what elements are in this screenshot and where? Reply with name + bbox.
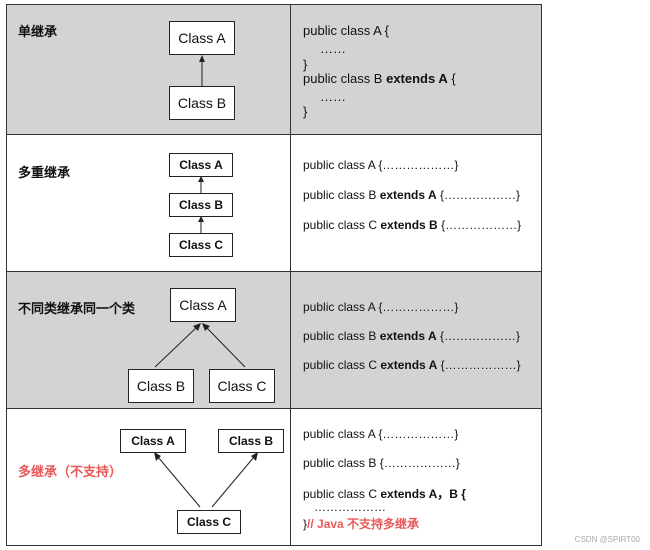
class-c-box: Class C <box>169 233 233 257</box>
row-hierarchical-inheritance: 不同类继承同一个类 Class A Class B Class C public… <box>7 272 541 409</box>
column-divider <box>290 272 291 408</box>
arrows <box>198 176 204 233</box>
code-line: public class B extends A {………………} <box>303 188 520 202</box>
code-line: public class C extends A，B { <box>303 485 466 502</box>
code-line: …… <box>320 41 346 56</box>
class-a-box: Class A <box>170 288 236 322</box>
code-comment: // Java 不支持多继承 <box>307 517 420 531</box>
code-text: { <box>447 71 456 86</box>
row-label: 不同类继承同一个类 <box>18 301 136 316</box>
code-keyword: extends A <box>380 358 438 372</box>
code-line: public class C extends B {………………} <box>303 218 521 232</box>
class-b-box: Class B <box>128 369 194 403</box>
code-line: public class B extends A {………………} <box>303 329 520 343</box>
code-line: public class A {………………} <box>303 427 459 441</box>
code-text: public class B <box>303 329 380 343</box>
code-text: public class B <box>303 71 387 86</box>
code-keyword: extends A <box>379 329 437 343</box>
class-a-box: Class A <box>169 153 233 177</box>
class-c-box: Class C <box>177 510 241 534</box>
code-text: {………………} <box>437 358 521 372</box>
inheritance-table: 单继承 Class A Class B public class A { …… … <box>6 4 542 546</box>
class-c-box: Class C <box>209 369 275 403</box>
row-label: 单继承 <box>18 24 58 39</box>
code-line: …… <box>320 89 346 104</box>
arrows <box>199 55 205 89</box>
row-multilevel-inheritance: 多重继承 Class A Class B Class C public clas… <box>7 135 541 272</box>
code-line: public class B {………………} <box>303 456 460 470</box>
arrows <box>154 452 258 508</box>
code-keyword: extends A <box>386 71 448 86</box>
code-line: public class A { <box>303 23 389 38</box>
row-label: 多继承（不支持） <box>18 464 123 479</box>
code-text: public class C <box>303 218 381 232</box>
class-a-box: Class A <box>169 21 235 55</box>
code-keyword: extends A，B { <box>380 487 466 501</box>
code-line: public class C extends A {………………} <box>303 358 521 372</box>
class-b-box: Class B <box>169 86 235 120</box>
row-label: 多重继承 <box>18 165 71 180</box>
column-divider <box>290 409 291 545</box>
code-line: } <box>303 57 308 72</box>
code-text: {………………} <box>437 218 522 232</box>
code-text: } <box>303 517 308 531</box>
code-line: } <box>303 104 308 119</box>
watermark: CSDN @SPIRT00 <box>574 535 640 544</box>
code-line: }// Java 不支持多继承 <box>303 515 419 532</box>
code-line: public class B extends A { <box>303 71 456 86</box>
class-b-box: Class B <box>218 429 284 453</box>
column-divider <box>290 5 291 134</box>
code-text: public class B <box>303 188 380 202</box>
code-keyword: extends B <box>380 218 438 232</box>
code-text: {………………} <box>436 188 520 202</box>
class-b-box: Class B <box>169 193 233 217</box>
code-text: public class C <box>303 487 381 501</box>
code-text: {………………} <box>436 329 520 343</box>
code-line: public class A {………………} <box>303 158 459 172</box>
code-keyword: extends A <box>379 188 437 202</box>
code-line: ……………… <box>314 500 386 514</box>
arrows <box>154 323 246 368</box>
class-a-box: Class A <box>120 429 186 453</box>
column-divider <box>290 135 291 271</box>
row-multiple-inheritance: 多继承（不支持） Class A Class B Class C public … <box>7 409 541 545</box>
code-line: public class A {………………} <box>303 300 459 314</box>
code-text: public class C <box>303 358 381 372</box>
row-single-inheritance: 单继承 Class A Class B public class A { …… … <box>7 5 541 135</box>
